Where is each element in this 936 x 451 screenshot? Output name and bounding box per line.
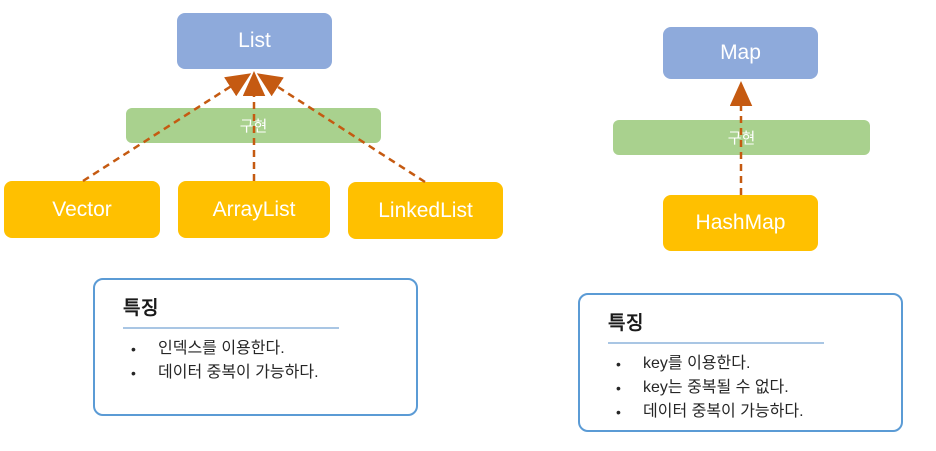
vector-class-label: Vector xyxy=(52,197,112,221)
list-feature-item: 인덱스를 이용한다. xyxy=(131,337,390,361)
map-features-title: 특징 xyxy=(608,313,644,334)
map-implementation-bar: 구현 xyxy=(613,120,870,155)
list-implementation-label: 구현 xyxy=(239,118,268,135)
map-interface-label: Map xyxy=(720,41,761,64)
vector-class-box: Vector xyxy=(4,181,160,238)
map-feature-item: key는 중복될 수 없다. xyxy=(616,376,875,400)
map-features-box: 특징 key를 이용한다. key는 중복될 수 없다. 데이터 중복이 가능하… xyxy=(578,293,903,432)
map-implementation-label: 구현 xyxy=(727,130,756,147)
hashmap-class-label: HashMap xyxy=(695,211,786,234)
list-implementation-bar: 구현 xyxy=(126,108,381,143)
map-feature-item: key를 이용한다. xyxy=(616,352,875,376)
arraylist-class-label: ArrayList xyxy=(212,197,296,221)
linkedlist-class-label: LinkedList xyxy=(378,198,473,222)
list-interface-box: List xyxy=(177,13,332,69)
hashmap-class-box: HashMap xyxy=(663,195,818,251)
map-feature-item: 데이터 중복이 가능하다. xyxy=(616,400,875,424)
list-features-box: 특징 인덱스를 이용한다. 데이터 중복이 가능하다. xyxy=(93,278,418,416)
map-features-rule xyxy=(608,342,824,344)
linkedlist-class-box: LinkedList xyxy=(348,182,503,239)
map-features-list: key를 이용한다. key는 중복될 수 없다. 데이터 중복이 가능하다. xyxy=(608,352,875,424)
list-features-list: 인덱스를 이용한다. 데이터 중복이 가능하다. xyxy=(123,337,390,385)
list-features-rule xyxy=(123,327,339,329)
list-features-title: 특징 xyxy=(123,298,159,319)
map-interface-box: Map xyxy=(663,27,818,79)
list-feature-item: 데이터 중복이 가능하다. xyxy=(131,361,390,385)
list-interface-label: List xyxy=(238,29,271,52)
arraylist-class-box: ArrayList xyxy=(178,181,330,238)
